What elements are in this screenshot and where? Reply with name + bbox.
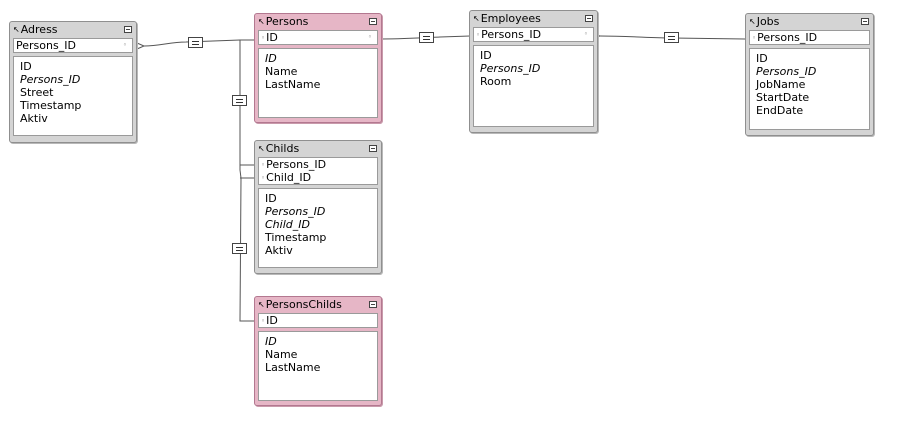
- field-persons-id[interactable]: Persons_ID: [480, 62, 541, 75]
- field-lastname[interactable]: LastName: [265, 361, 321, 374]
- pin-arrow-icon: ↖: [749, 17, 756, 26]
- field-enddate[interactable]: EndDate: [756, 104, 804, 117]
- field-timestamp[interactable]: Timestamp: [20, 99, 82, 112]
- field-aktiv[interactable]: Aktiv: [20, 112, 48, 125]
- pin-arrow-icon: ↖: [258, 17, 265, 26]
- field-id[interactable]: ID: [265, 52, 277, 65]
- key-label: Persons_ID: [481, 28, 542, 41]
- field-lastname[interactable]: LastName: [265, 78, 321, 91]
- table-title: Jobs: [756, 15, 780, 28]
- table-personschilds[interactable]: ↖PersonsChilds ◦ID ID Name LastName: [254, 296, 382, 406]
- key-dot-icon: ◦: [583, 30, 588, 38]
- field-timestamp[interactable]: Timestamp: [265, 231, 327, 244]
- key-dot-icon: ◦: [261, 34, 266, 42]
- table-title: Childs: [265, 142, 300, 155]
- table-employees[interactable]: ↖Employees ◦Persons_ID◦ ID Persons_ID Ro…: [469, 10, 598, 133]
- key-label: ID: [266, 31, 278, 44]
- key-fields: Persons_ID ◦: [13, 38, 133, 53]
- collapse-toggle-icon[interactable]: [369, 18, 377, 25]
- table-jobs[interactable]: ↖Jobs ◦Persons_ID ID Persons_ID JobName …: [745, 13, 874, 136]
- key-label: Child_ID: [266, 171, 312, 184]
- table-header[interactable]: ↖Employees: [473, 11, 594, 27]
- field-street[interactable]: Street: [20, 86, 54, 99]
- table-header[interactable]: ↖PersonsChilds: [258, 297, 378, 313]
- equals-operator-icon[interactable]: [232, 95, 247, 106]
- field-id[interactable]: ID: [265, 335, 277, 348]
- table-header[interactable]: ↖Adress: [13, 22, 133, 38]
- field-list: ID Persons_ID JobName StartDate EndDate: [749, 48, 870, 130]
- field-startdate[interactable]: StartDate: [756, 91, 810, 104]
- persons-personschilds-line[interactable]: [239, 39, 256, 322]
- field-room[interactable]: Room: [480, 75, 512, 88]
- equals-operator-icon[interactable]: [664, 32, 679, 43]
- key-row[interactable]: ◦Persons_ID: [261, 158, 375, 171]
- field-jobname[interactable]: JobName: [756, 78, 806, 91]
- field-persons-id[interactable]: Persons_ID: [756, 65, 817, 78]
- table-header[interactable]: ↖Childs: [258, 141, 378, 157]
- key-dot-icon: ◦: [752, 34, 757, 42]
- key-fields: ◦ID◦: [258, 30, 378, 45]
- table-adress[interactable]: ↖Adress Persons_ID ◦ ID Persons_ID Street…: [9, 21, 137, 143]
- field-list: ID Persons_ID Child_ID Timestamp Aktiv: [258, 188, 378, 268]
- table-childs[interactable]: ↖Childs ◦Persons_ID ◦Child_ID ID Persons…: [254, 140, 382, 274]
- pin-arrow-icon: ↖: [13, 25, 20, 34]
- field-name[interactable]: Name: [265, 348, 298, 361]
- key-label: Persons_ID: [757, 31, 818, 44]
- key-fields: ◦Persons_ID: [749, 30, 870, 45]
- adress-persons-line[interactable]: [143, 39, 256, 47]
- field-id[interactable]: ID: [265, 192, 277, 205]
- collapse-toggle-icon[interactable]: [369, 145, 377, 152]
- key-label: Persons_ID: [16, 39, 76, 52]
- collapse-toggle-icon[interactable]: [585, 15, 593, 22]
- field-list: ID Persons_ID Street Timestamp Aktiv: [13, 56, 133, 136]
- field-aktiv[interactable]: Aktiv: [265, 244, 293, 257]
- table-title: Adress: [20, 23, 58, 36]
- key-row[interactable]: ◦Child_ID: [261, 171, 375, 184]
- collapse-toggle-icon[interactable]: [861, 18, 869, 25]
- key-row[interactable]: ◦ID◦: [261, 31, 375, 44]
- field-list: ID Name LastName: [258, 48, 378, 118]
- pin-arrow-icon: ↖: [258, 144, 265, 153]
- field-child-id[interactable]: Child_ID: [265, 218, 310, 231]
- key-dot-icon: ◦: [476, 31, 481, 39]
- key-row[interactable]: ◦Persons_ID◦: [476, 28, 591, 41]
- collapse-toggle-icon[interactable]: [369, 301, 377, 308]
- equals-operator-icon[interactable]: [188, 37, 203, 48]
- field-list: ID Persons_ID Room: [473, 45, 594, 127]
- field-id[interactable]: ID: [480, 49, 492, 62]
- key-dot-icon: ◦: [261, 161, 266, 169]
- key-dot-icon: ◦: [261, 174, 266, 182]
- key-row[interactable]: ◦Persons_ID: [752, 31, 867, 44]
- key-row[interactable]: Persons_ID ◦: [16, 39, 130, 52]
- key-dot-icon: ◦: [122, 41, 127, 49]
- key-fields: ◦Persons_ID◦: [473, 27, 594, 42]
- equals-operator-icon[interactable]: [232, 243, 247, 254]
- key-row[interactable]: ◦ID: [261, 314, 375, 327]
- field-name[interactable]: Name: [265, 65, 298, 78]
- key-dot-icon: ◦: [367, 33, 372, 41]
- table-title: PersonsChilds: [265, 298, 342, 311]
- pin-arrow-icon: ↖: [473, 14, 480, 23]
- key-fields: ◦ID: [258, 313, 378, 328]
- table-title: Persons: [265, 15, 309, 28]
- table-title: Employees: [480, 12, 541, 25]
- key-dot-icon: ◦: [261, 317, 266, 325]
- field-id[interactable]: ID: [20, 60, 32, 73]
- field-list: ID Name LastName: [258, 331, 378, 401]
- table-persons[interactable]: ↖Persons ◦ID◦ ID Name LastName: [254, 13, 382, 123]
- equals-operator-icon[interactable]: [419, 32, 434, 43]
- field-id[interactable]: ID: [756, 52, 768, 65]
- pin-arrow-icon: ↖: [258, 300, 265, 309]
- key-fields: ◦Persons_ID ◦Child_ID: [258, 157, 378, 185]
- collapse-toggle-icon[interactable]: [124, 26, 132, 33]
- key-label: ID: [266, 314, 278, 327]
- field-persons-id[interactable]: Persons_ID: [265, 205, 326, 218]
- key-label: Persons_ID: [266, 158, 327, 171]
- persons-employees-line[interactable]: [379, 35, 471, 40]
- table-header[interactable]: ↖Persons: [258, 14, 378, 30]
- crowfoot-adress: [136, 42, 146, 50]
- field-persons-id[interactable]: Persons_ID: [20, 73, 81, 86]
- table-header[interactable]: ↖Jobs: [749, 14, 870, 30]
